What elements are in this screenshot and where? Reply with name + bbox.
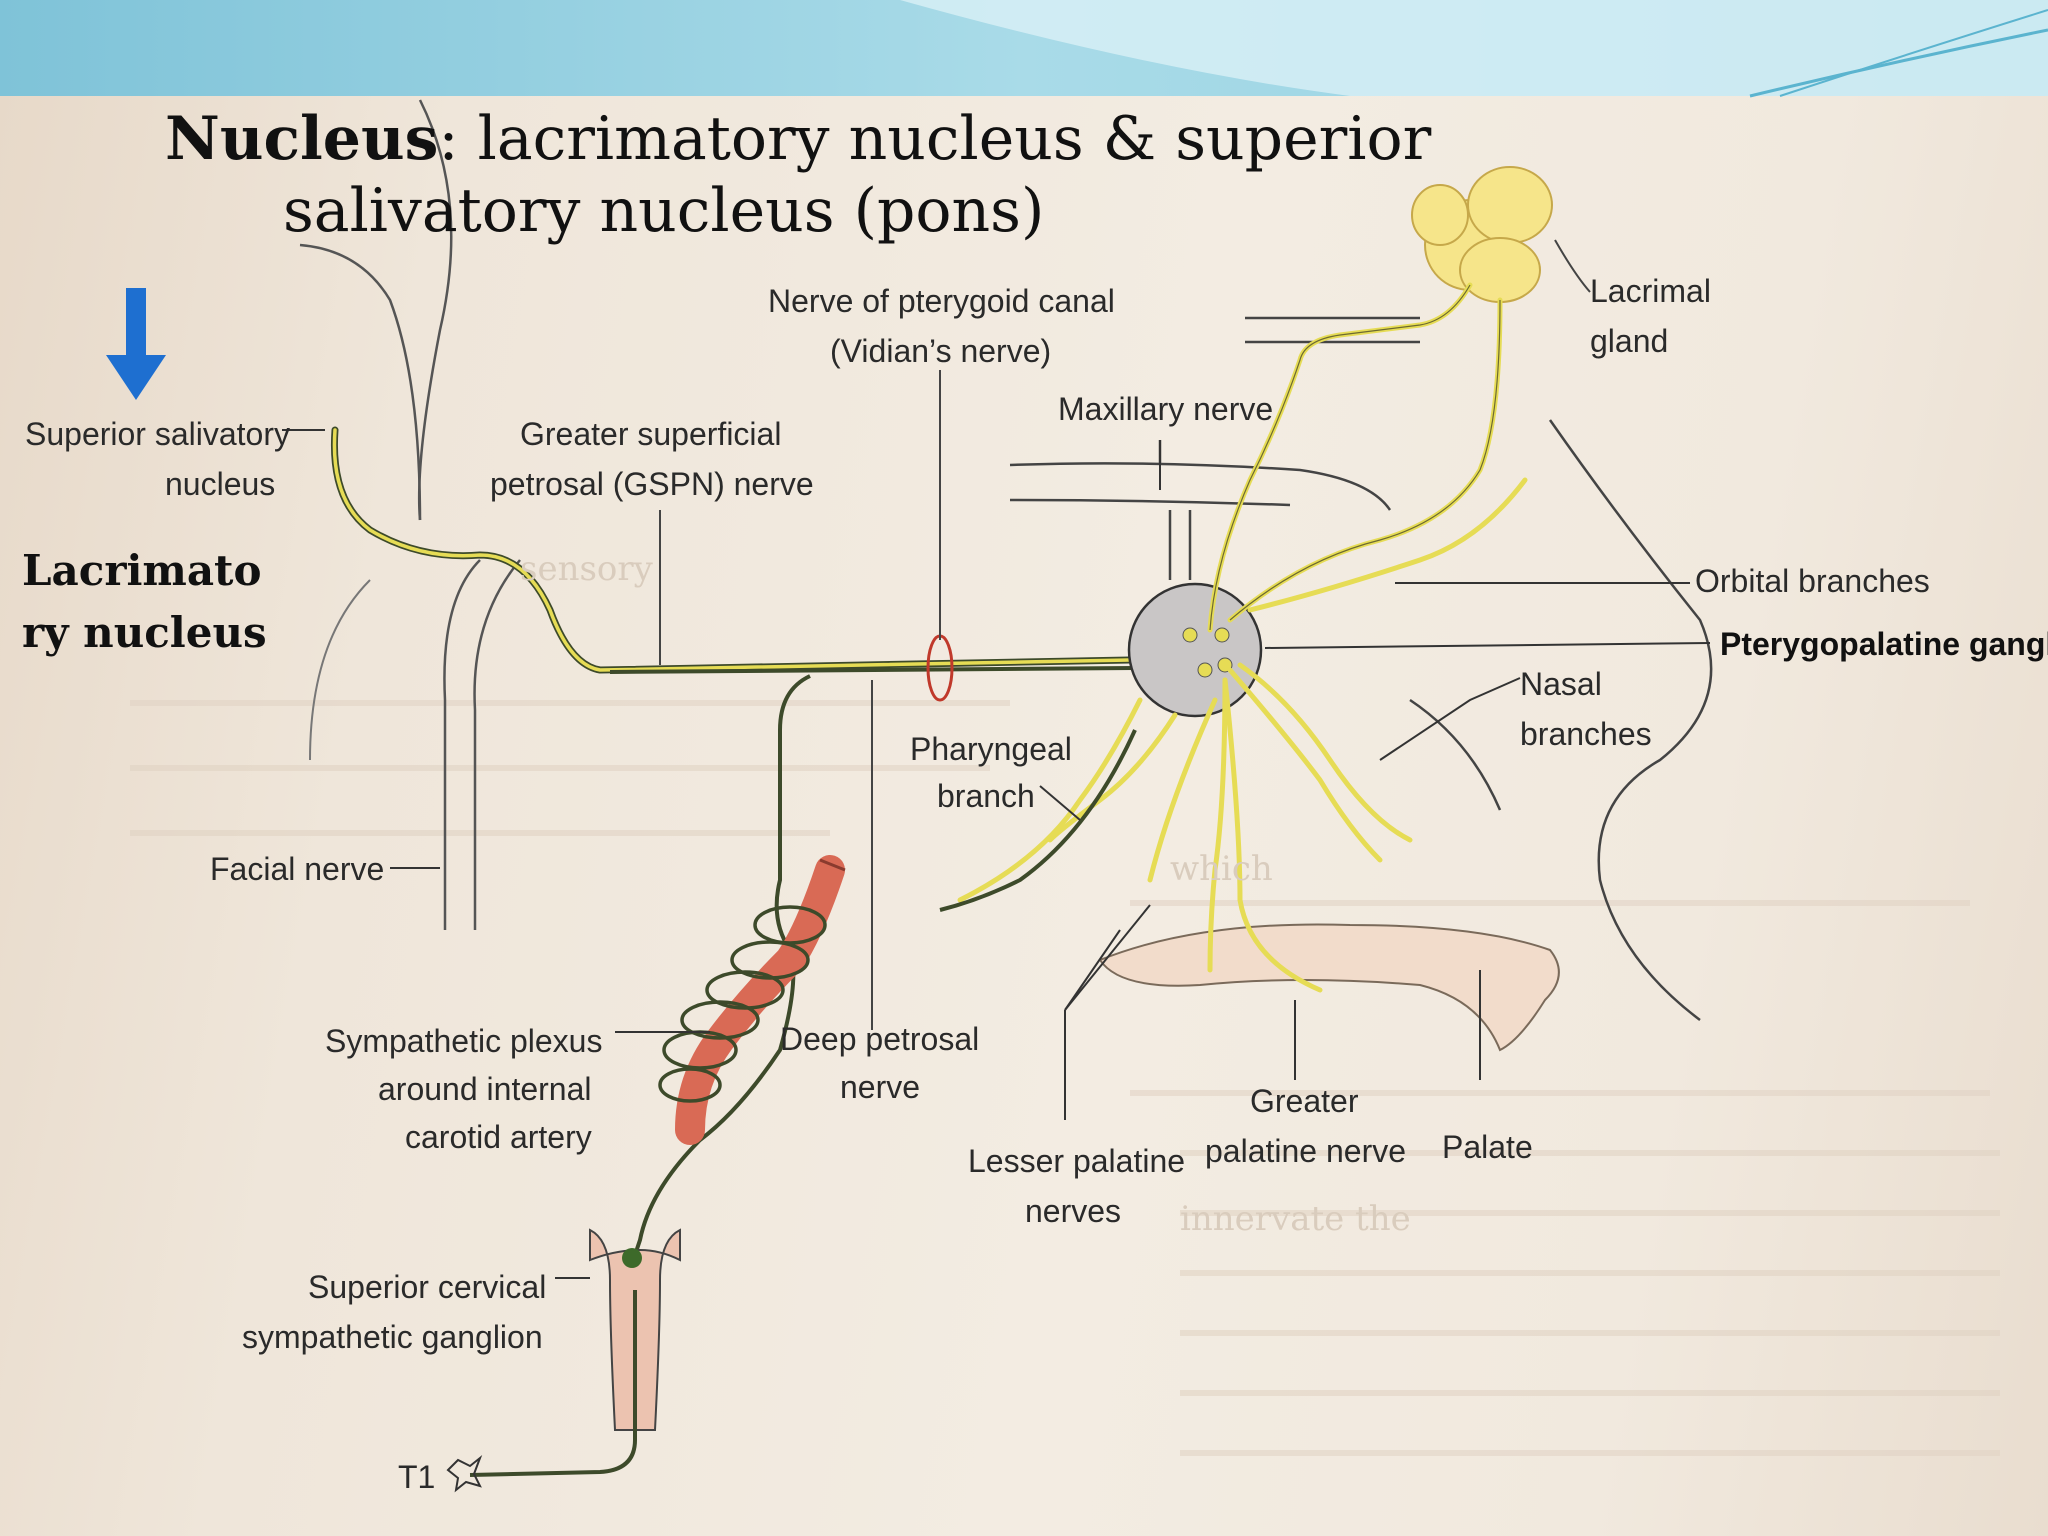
background-text-texture bbox=[130, 700, 2000, 1456]
label-sympathetic: Sympathetic plexus bbox=[325, 1023, 602, 1059]
title-bold: Nucleus bbox=[165, 104, 439, 174]
header-swoosh-line-2 bbox=[1779, 9, 2048, 97]
diagram-photo bbox=[0, 96, 2048, 1536]
down-arrow-icon bbox=[106, 288, 166, 400]
header-swoosh-line bbox=[1749, 28, 2048, 98]
nasal-outline bbox=[1409, 698, 1502, 811]
label-lacrimal: Lacrimal bbox=[1590, 273, 1711, 309]
preganglionic-fiber-core bbox=[332, 428, 1132, 672]
label-greater-palatine: Greater bbox=[1250, 1083, 1359, 1119]
lacrimal-gland bbox=[1411, 166, 1553, 303]
t1-star bbox=[446, 1454, 483, 1493]
label-deep-petrosal-2: nerve bbox=[840, 1069, 920, 1105]
label-pharyngeal-2: branch bbox=[937, 778, 1035, 814]
header-swoosh bbox=[900, 0, 2048, 96]
label-lesser-palatine: Lesser palatine bbox=[968, 1143, 1185, 1179]
label-facial: Facial nerve bbox=[210, 851, 384, 887]
label-nasal: Nasal bbox=[1520, 666, 1602, 702]
label-t1: T1 bbox=[398, 1459, 435, 1495]
vidian-dark-fiber bbox=[609, 666, 1136, 674]
label-lesser-palatine-2: nerves bbox=[1025, 1193, 1121, 1229]
side-label-line2: ry nucleus bbox=[22, 608, 267, 657]
brainstem-outline-inner bbox=[299, 243, 422, 521]
svg-text:innervate the: innervate the bbox=[1180, 1199, 1411, 1239]
label-pterygoid-canal-2: (Vidian’s nerve) bbox=[830, 333, 1051, 369]
label-deep-petrosal: Deep petrosal bbox=[780, 1021, 979, 1057]
ganglion-synapse-1 bbox=[1182, 627, 1198, 643]
label-superior-salivatory-2: nucleus bbox=[165, 466, 275, 502]
label-greater-superficial: Greater superficial bbox=[520, 416, 781, 452]
leader-lines bbox=[282, 429, 1711, 1279]
carotid-artery bbox=[675, 855, 845, 1145]
label-greater-palatine-2: palatine nerve bbox=[1205, 1133, 1406, 1169]
deep-petrosal-fiber bbox=[633, 674, 811, 1256]
cervical-to-t1 bbox=[469, 1290, 637, 1477]
slide-title: Nucleus: lacrimatory nucleus & superior bbox=[165, 103, 1431, 175]
pons-curve bbox=[309, 579, 371, 761]
ganglion-synapse-3 bbox=[1197, 662, 1213, 678]
palate-shape bbox=[1098, 923, 1560, 1052]
pharyngeal-fiber bbox=[939, 729, 1137, 912]
label-sympathetic-2: around internal bbox=[378, 1071, 591, 1107]
svg-text:which: which bbox=[1170, 849, 1273, 889]
slide-header bbox=[0, 0, 2048, 98]
maxillary-stem bbox=[1158, 440, 1192, 580]
facial-nerve-outline-right bbox=[473, 559, 521, 930]
orbit-outline bbox=[1548, 419, 1713, 1021]
maxillary-outline-b bbox=[1009, 498, 1291, 507]
title-rest: : lacrimatory nucleus & superior bbox=[438, 104, 1432, 174]
label-sympathetic-3: carotid artery bbox=[405, 1119, 592, 1155]
lacrimal-leader bbox=[1554, 239, 1591, 293]
carotid-top bbox=[819, 858, 846, 872]
postganglionic-outline bbox=[1209, 284, 1501, 631]
facial-nerve-outline-left bbox=[443, 559, 481, 930]
svg-text:sensory: sensory bbox=[520, 549, 654, 589]
label-nasal-2: branches bbox=[1520, 716, 1652, 752]
label-superior-cervical: Superior cervical bbox=[308, 1269, 546, 1305]
label-orbital: Orbital branches bbox=[1695, 563, 1930, 599]
cervical-ganglion-dot bbox=[622, 1248, 642, 1268]
label-pterygoid-canal: Nerve of pterygoid canal bbox=[768, 283, 1115, 319]
label-lacrimal-2: gland bbox=[1590, 323, 1668, 359]
ganglion-synapse-2 bbox=[1214, 627, 1230, 643]
label-maxillary: Maxillary nerve bbox=[1058, 391, 1273, 427]
label-palate: Palate bbox=[1442, 1129, 1533, 1165]
label-pterygopalatine: Pterygopalatine ganglic bbox=[1720, 626, 2048, 662]
pterygopalatine-ganglion bbox=[1127, 582, 1263, 718]
label-superior-cervical-2: sympathetic ganglion bbox=[242, 1319, 543, 1355]
label-superior-salivatory: Superior salivatory bbox=[25, 416, 290, 452]
background-words: sensory which innervate the bbox=[520, 549, 1411, 1239]
side-label-line1: Lacrimato bbox=[22, 546, 262, 595]
slide-title-line2: salivatory nucleus (pons) bbox=[283, 176, 1045, 246]
label-greater-superficial-2: petrosal (GSPN) nerve bbox=[490, 466, 814, 502]
label-pharyngeal: Pharyngeal bbox=[910, 731, 1072, 767]
lacrimatory-nucleus-label: Lacrimato ry nucleus bbox=[22, 540, 267, 664]
